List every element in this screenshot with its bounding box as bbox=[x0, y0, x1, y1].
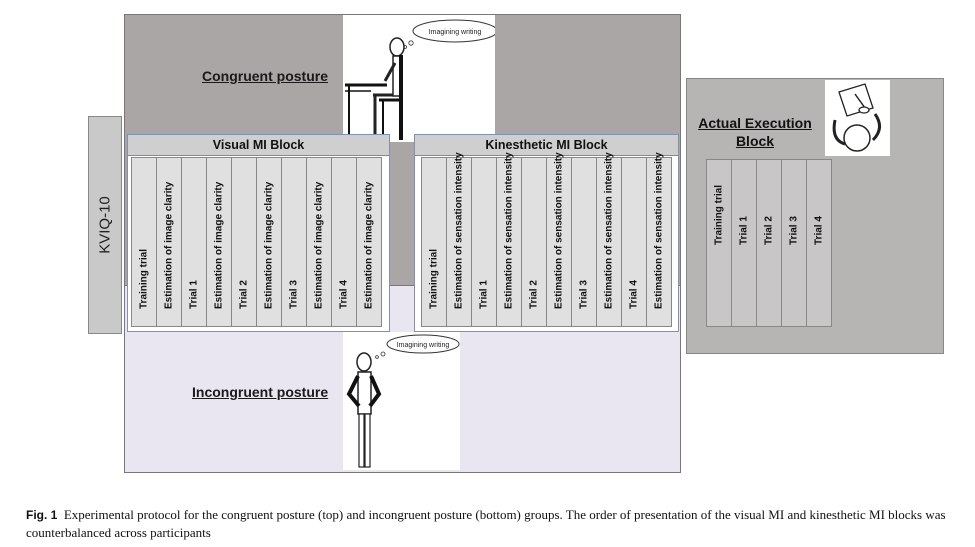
kinesthetic-col: Estimation of sensation intensity bbox=[496, 152, 522, 327]
kinesthetic-col: Estimation of sensation intensity bbox=[446, 152, 472, 327]
visual-col-label: Trial 1 bbox=[188, 280, 200, 309]
actual-execution-title-line1: Actual Execution bbox=[698, 115, 812, 131]
visual-col-label: Trial 2 bbox=[238, 280, 250, 309]
visual-col: Trial 1 bbox=[181, 157, 207, 327]
kinesthetic-col: Estimation of sensation intensity bbox=[596, 152, 622, 327]
kinesthetic-mi-columns: Training trial Estimation of sensation i… bbox=[421, 152, 672, 327]
kinesthetic-col: Estimation of sensation intensity bbox=[646, 152, 672, 327]
visual-col-label: Training trial bbox=[138, 248, 150, 309]
visual-col: Trial 3 bbox=[281, 157, 307, 327]
actual-col-label: Trial 1 bbox=[738, 216, 750, 245]
visual-col-label: Estimation of image clarity bbox=[263, 181, 275, 309]
actual-col: Trial 4 bbox=[806, 159, 832, 327]
writing-top-view-panel bbox=[825, 80, 890, 156]
actual-col: Trial 2 bbox=[756, 159, 782, 327]
actual-col: Trial 1 bbox=[731, 159, 757, 327]
visual-col-label: Estimation of image clarity bbox=[213, 181, 225, 309]
visual-col: Estimation of image clarity bbox=[356, 157, 382, 327]
kviq-box: KVIQ-10 bbox=[88, 116, 122, 334]
visual-mi-block-title: Visual MI Block bbox=[128, 135, 389, 156]
visual-col: Training trial bbox=[131, 157, 157, 327]
incongruent-figure-panel: Imagining writing bbox=[343, 332, 460, 470]
congruent-posture-title: Congruent posture bbox=[202, 68, 328, 84]
caption-label: Fig. 1 bbox=[26, 508, 58, 522]
actual-col-label: Trial 4 bbox=[813, 216, 825, 245]
visual-col: Estimation of image clarity bbox=[306, 157, 332, 327]
visual-col-label: Trial 3 bbox=[288, 280, 300, 309]
kinesthetic-col-label: Estimation of sensation intensity bbox=[653, 152, 665, 309]
actual-execution-block: Actual Execution Block Training trial Tr… bbox=[686, 78, 944, 354]
visual-col-label: Estimation of image clarity bbox=[363, 181, 375, 309]
kinesthetic-col-label: Estimation of sensation intensity bbox=[453, 152, 465, 309]
seated-writer-illustration: Imagining writing bbox=[345, 19, 498, 140]
incongruent-thought-text: Imagining writing bbox=[397, 342, 450, 349]
kinesthetic-col: Trial 1 bbox=[471, 157, 497, 327]
kinesthetic-col: Trial 3 bbox=[571, 157, 597, 327]
actual-col-label: Training trial bbox=[713, 184, 725, 245]
congruent-thought-text: Imagining writing bbox=[429, 29, 482, 36]
kinesthetic-mi-block-title: Kinesthetic MI Block bbox=[415, 135, 678, 156]
caption-text: Experimental protocol for the congruent … bbox=[26, 507, 946, 540]
kinesthetic-col-label: Training trial bbox=[428, 248, 440, 309]
kinesthetic-col-label: Trial 1 bbox=[478, 280, 490, 309]
visual-col-label: Estimation of image clarity bbox=[163, 181, 175, 309]
kinesthetic-col: Trial 4 bbox=[621, 157, 647, 327]
thought-bubble-icon bbox=[375, 334, 460, 359]
visual-mi-block: Visual MI Block Training trial Estimatio… bbox=[127, 134, 390, 332]
actual-col: Trial 3 bbox=[781, 159, 807, 327]
kinesthetic-col-label: Trial 2 bbox=[528, 280, 540, 309]
actual-col-label: Trial 3 bbox=[788, 216, 800, 245]
incongruent-posture-title: Incongruent posture bbox=[192, 384, 329, 400]
writing-top-view-icon bbox=[832, 83, 881, 152]
visual-col: Trial 2 bbox=[231, 157, 257, 327]
visual-mi-columns: Training trial Estimation of image clari… bbox=[131, 157, 382, 327]
kinesthetic-mi-block: Kinesthetic MI Block Training trial Esti… bbox=[414, 134, 679, 332]
visual-col-label: Estimation of image clarity bbox=[313, 181, 325, 309]
visual-col-label: Trial 4 bbox=[338, 280, 350, 309]
actual-execution-title-line2: Block bbox=[735, 133, 775, 149]
kinesthetic-col-label: Estimation of sensation intensity bbox=[553, 152, 565, 309]
congruent-figure-panel: Imagining writing bbox=[343, 15, 498, 142]
actual-col: Training trial bbox=[706, 159, 732, 327]
kinesthetic-col-label: Estimation of sensation intensity bbox=[603, 152, 615, 309]
visual-col: Trial 4 bbox=[331, 157, 357, 327]
visual-col: Estimation of image clarity bbox=[156, 157, 182, 327]
kinesthetic-col: Trial 2 bbox=[521, 157, 547, 327]
thought-bubble-icon bbox=[403, 19, 498, 49]
kviq-label: KVIQ-10 bbox=[96, 196, 114, 254]
kinesthetic-col-label: Estimation of sensation intensity bbox=[503, 152, 515, 309]
kinesthetic-col: Estimation of sensation intensity bbox=[546, 152, 572, 327]
kinesthetic-col-label: Trial 3 bbox=[578, 280, 590, 309]
actual-execution-columns: Training trial Trial 1 Trial 2 Trial 3 T… bbox=[706, 159, 832, 327]
actual-col-label: Trial 2 bbox=[763, 216, 775, 245]
actual-execution-title: Actual Execution Block bbox=[693, 114, 817, 150]
figure-caption: Fig. 1 Experimental protocol for the con… bbox=[26, 506, 956, 541]
visual-col: Estimation of image clarity bbox=[206, 157, 232, 327]
kinesthetic-col-label: Trial 4 bbox=[628, 280, 640, 309]
visual-col: Estimation of image clarity bbox=[256, 157, 282, 327]
standing-person-illustration: Imagining writing bbox=[346, 334, 460, 468]
kinesthetic-col: Training trial bbox=[421, 157, 447, 327]
